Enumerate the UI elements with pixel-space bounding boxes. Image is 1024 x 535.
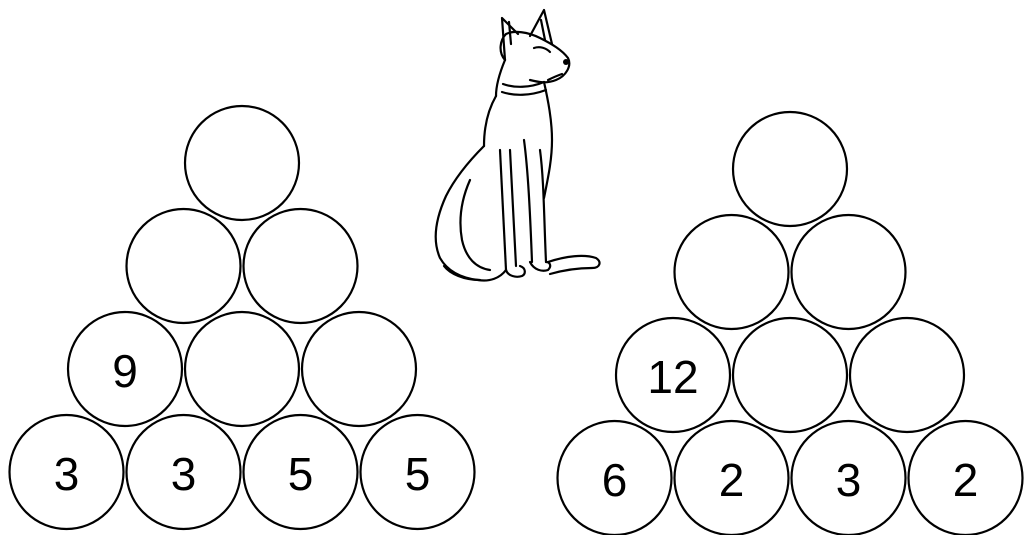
pyramid-ball[interactable] bbox=[185, 106, 299, 220]
ball-number: 2 bbox=[953, 454, 979, 506]
ball-number: 3 bbox=[171, 448, 197, 500]
right-pyramid: 12 6 2 3 2 bbox=[558, 112, 1023, 535]
pyramid-ball[interactable] bbox=[127, 209, 241, 323]
pyramid-ball[interactable] bbox=[244, 209, 358, 323]
sitting-cat-icon bbox=[436, 10, 600, 281]
ball-number: 6 bbox=[602, 454, 628, 506]
ball-number: 5 bbox=[288, 448, 314, 500]
pyramid-ball[interactable] bbox=[675, 215, 789, 329]
ball-number: 9 bbox=[112, 345, 138, 397]
pyramid-ball[interactable] bbox=[733, 318, 847, 432]
pyramid-ball[interactable] bbox=[792, 215, 906, 329]
pyramid-ball[interactable] bbox=[185, 312, 299, 426]
pyramid-ball[interactable] bbox=[302, 312, 416, 426]
pyramid-ball[interactable] bbox=[733, 112, 847, 226]
ball-number: 12 bbox=[647, 351, 698, 403]
ball-number: 3 bbox=[836, 454, 862, 506]
left-pyramid: 93 3 5 5 bbox=[10, 106, 475, 529]
ball-number: 3 bbox=[54, 448, 80, 500]
ball-number: 2 bbox=[719, 454, 745, 506]
ball-number: 5 bbox=[405, 448, 431, 500]
pyramid-ball[interactable] bbox=[850, 318, 964, 432]
